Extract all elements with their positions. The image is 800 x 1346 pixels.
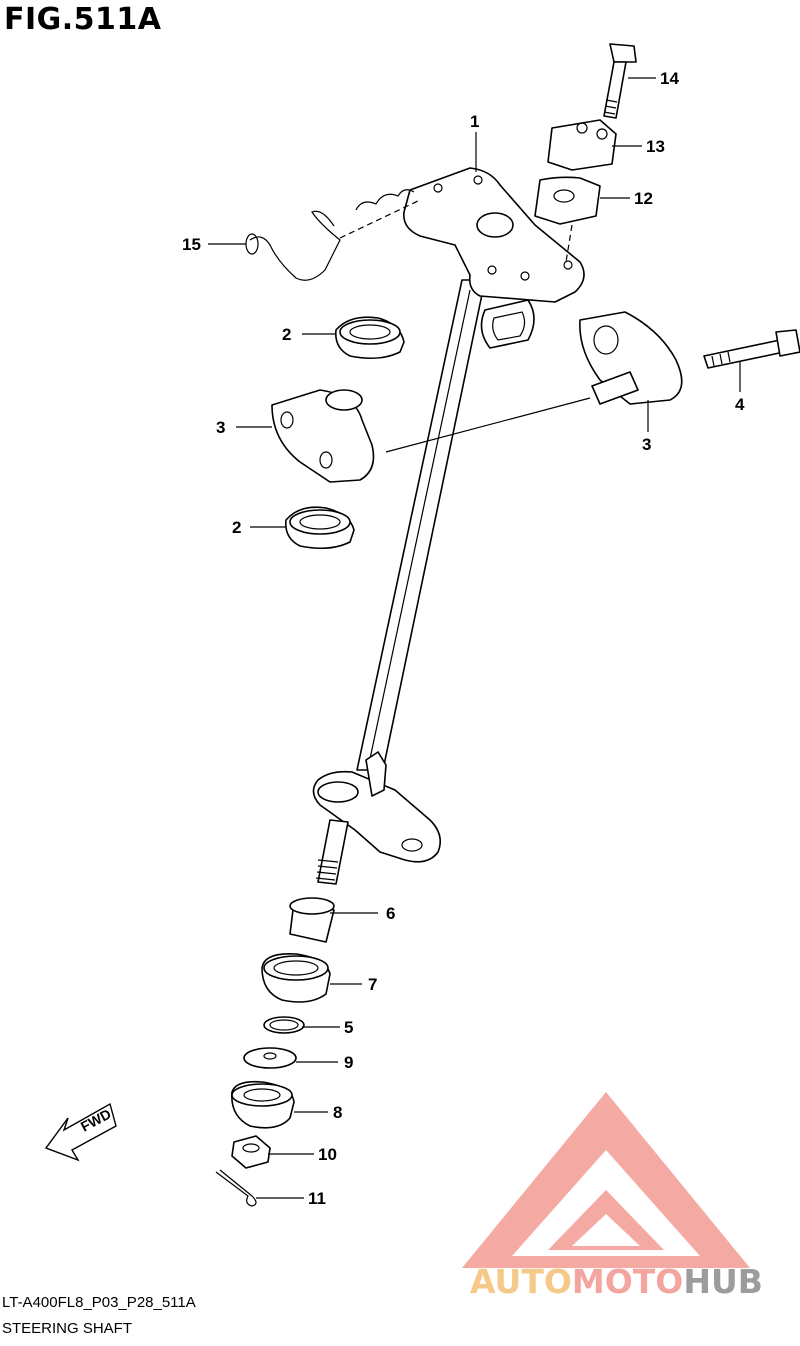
callout-3-right: 3 [642,435,651,454]
part-3-holder-right [579,311,683,405]
callout-1: 1 [470,112,479,131]
steering-shaft [312,279,486,885]
part-2-bushing-lower [284,506,355,550]
part-8-cap [231,1080,295,1129]
callout-7: 7 [368,975,377,994]
part-1-upper-plate [403,167,585,349]
watermark-logo [462,1092,750,1268]
part-5-o-ring [263,1016,305,1034]
part-4-bolt [703,329,800,369]
part-15-wire-clip [245,189,421,281]
callout-14: 14 [660,69,679,88]
watermark-auto: AUTO [470,1262,572,1301]
callout-5: 5 [344,1018,353,1037]
watermark-text: AUTOMOTOHUB [470,1262,763,1301]
part-9-washer [243,1047,297,1069]
watermark-hub: HUB [683,1262,763,1301]
leader-lines [208,77,741,1199]
callout-9: 9 [344,1053,353,1072]
part-12-lower-holder [534,176,601,225]
callout-2-lower: 2 [232,518,241,537]
callout-10: 10 [318,1145,337,1164]
callout-13: 13 [646,137,665,156]
callout-labels: 1 2 2 3 3 4 5 6 7 8 9 10 11 12 13 14 15 [182,69,745,1208]
callout-8: 8 [333,1103,342,1122]
part-7-seal [261,952,331,1003]
callout-2-upper: 2 [282,325,291,344]
callout-4: 4 [735,395,745,414]
part-6-collar [289,897,335,943]
part-14-bolt [603,43,637,119]
callout-15: 15 [182,235,201,254]
callout-12: 12 [634,189,653,208]
fwd-direction-badge: FWD [44,1102,117,1162]
figure-name: STEERING SHAFT [2,1320,133,1337]
part-2-bushing-upper [334,316,405,360]
callout-11: 11 [308,1189,326,1208]
figure-title: FIG.511A [4,2,162,37]
part-3-holder-left [271,389,375,483]
figure-code: LT-A400FL8_P03_P28_511A [2,1294,196,1311]
callout-3-left: 3 [216,418,225,437]
callout-6: 6 [386,904,395,923]
part-13-upper-holder [547,119,617,171]
watermark-moto: MOTO [571,1262,684,1301]
part-10-nut [231,1135,271,1169]
part-11-cotter-pin [215,1169,257,1207]
